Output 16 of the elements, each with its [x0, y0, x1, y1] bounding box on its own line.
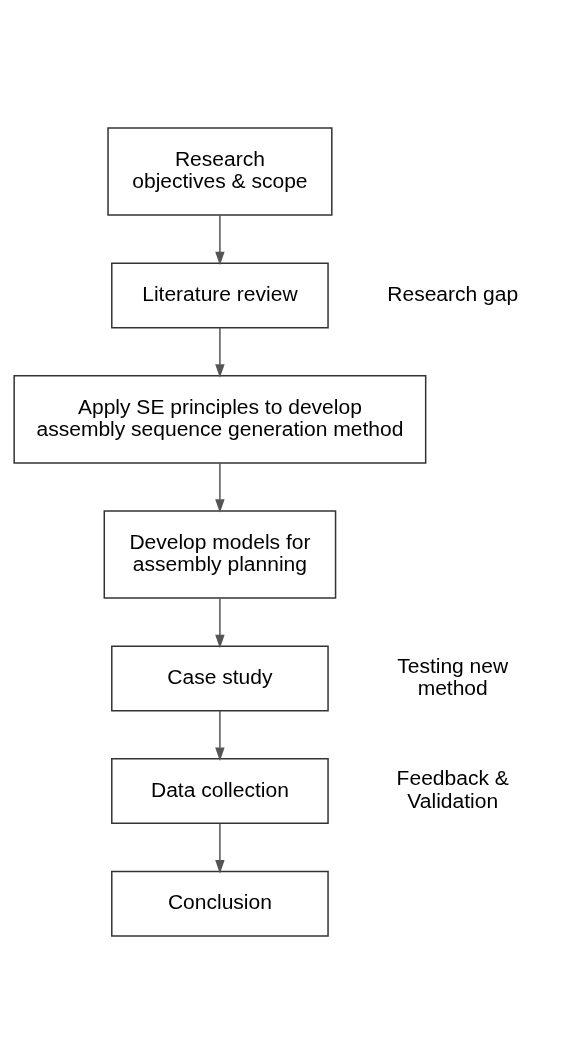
node-box: Apply SE principles to develop assembly sequence generation method	[13, 374, 427, 464]
node-box: Data collection	[111, 757, 329, 824]
node-label: Research gap	[387, 281, 519, 305]
arrow	[215, 709, 225, 761]
node-box: Literature review	[111, 261, 329, 328]
node-label: Testing new method	[397, 653, 509, 699]
node-box: Develop models for assembly planning	[103, 509, 337, 599]
arrow	[215, 462, 225, 513]
node-box: Research objectives & scope	[107, 126, 333, 216]
arrow	[215, 326, 225, 378]
arrow	[215, 597, 225, 648]
arrow	[215, 822, 225, 874]
node-box: Case study	[111, 644, 329, 711]
node-label: Feedback & Validation	[396, 765, 509, 812]
node-box: Conclusion	[111, 870, 329, 937]
arrow	[215, 214, 225, 265]
